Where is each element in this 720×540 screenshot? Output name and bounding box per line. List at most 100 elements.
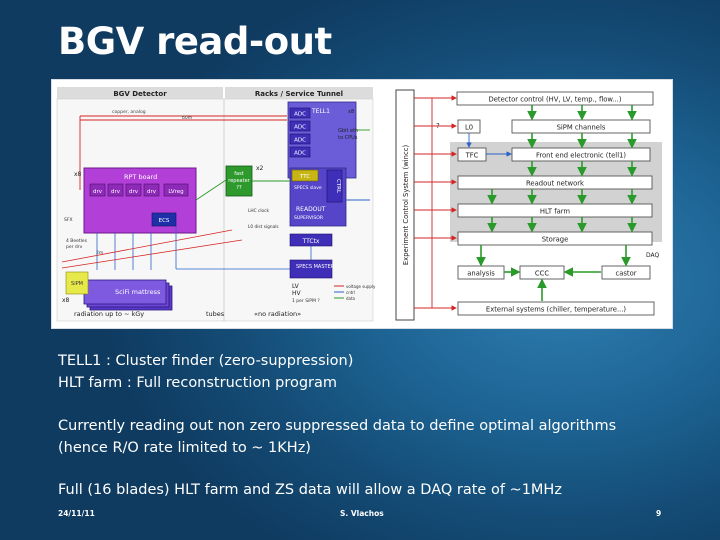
storage-box xyxy=(457,231,653,246)
external-systems-label: External systems (chiller, temperature..… xyxy=(486,306,626,314)
drv-box xyxy=(89,183,106,197)
adc-box xyxy=(289,133,311,145)
l0-label: L0 xyxy=(465,124,473,132)
x8-label-bottom: x8 xyxy=(62,297,70,304)
sipm-channels-label: SiPM channels xyxy=(557,124,606,132)
text-line: (hence R/O rate limited to ~ 1KHz) xyxy=(58,440,311,456)
fast-repeater-label-1: fast xyxy=(234,171,243,177)
sipm-label: SiPM xyxy=(71,281,83,287)
adc-box xyxy=(289,146,311,158)
bgv-readout-diagram: BGV Detector Racks / Service Tunnel copp… xyxy=(51,79,673,329)
drv-label: drv xyxy=(111,189,121,195)
specs-slave-label: SPECS slave xyxy=(294,185,322,191)
ecs-box xyxy=(151,212,177,227)
diagonal-wire xyxy=(61,239,243,269)
scifi-mattress-label: SciFi mattress xyxy=(115,288,161,296)
text-line: Full (16 blades) HLT farm and ZS data wi… xyxy=(58,482,562,498)
front-end-label: Front end electronic (tell1) xyxy=(536,152,626,160)
ccc-label: CCC xyxy=(535,270,549,278)
specs-master-label: SPECS MASTER xyxy=(296,264,335,270)
lhc-clock-label: LHC clock xyxy=(248,208,270,214)
copper-analog-label: copper, analog xyxy=(112,109,146,115)
hlt-farm-box xyxy=(457,203,653,218)
diagram-svg: BGV Detector Racks / Service Tunnel copp… xyxy=(56,87,662,322)
racks-label: Racks / Service Tunnel xyxy=(255,90,343,98)
length-2m-label: 2m xyxy=(96,250,103,256)
drv-box xyxy=(143,183,160,197)
drv-label: drv xyxy=(147,189,157,195)
tfc-label: TFC xyxy=(465,152,479,160)
x8-label-top: x8 xyxy=(74,171,82,178)
adc-label: ADC xyxy=(294,125,306,131)
adc-label: ADC xyxy=(294,151,306,157)
text-line: HLT farm : Full reconstruction program xyxy=(58,375,338,391)
slide-title: BGV read-out xyxy=(58,20,332,63)
legend-ctrl-label: cntrl xyxy=(346,290,355,295)
external-systems-box xyxy=(457,301,655,316)
ecs-vertical-box xyxy=(395,89,415,321)
racks-header xyxy=(225,87,373,99)
sipm-box xyxy=(65,271,89,295)
supervisor-label: SUPERVISOR xyxy=(294,215,324,221)
lv-label: LV xyxy=(292,283,300,290)
readout-label: READOUT xyxy=(296,206,326,213)
fast-repeater-label-3: ?? xyxy=(236,185,242,191)
length-60m-label: 60m xyxy=(182,115,192,121)
bgv-detector-header xyxy=(57,87,223,99)
paragraph-3: Full (16 blades) HLT farm and ZS data wi… xyxy=(58,479,562,501)
ttc-label: TTC xyxy=(299,174,310,180)
ttctx-label: TTCtx xyxy=(302,238,320,245)
x2-label: x2 xyxy=(256,165,264,172)
drv-label: drv xyxy=(129,189,139,195)
data-flow-arrows xyxy=(476,105,637,301)
ctrl-label: CTRL xyxy=(335,179,341,194)
storage-label: Storage xyxy=(542,236,569,244)
rpt-board-label: RPT board xyxy=(124,173,157,181)
text-line: Currently reading out non zero suppresse… xyxy=(58,418,617,434)
tubes-label: tubes xyxy=(206,310,225,318)
beetles-label: 4 Beetles xyxy=(66,238,88,244)
hlt-farm-label: HLT farm xyxy=(540,208,571,216)
daq-flowchart: Experiment Control System (wincc) DAQ De… xyxy=(395,89,662,321)
detector-control-box xyxy=(456,91,654,106)
lvreg-label: LVreg xyxy=(168,189,183,195)
x8-tell1-label: x8 xyxy=(348,109,354,115)
text-line: TELL1 : Cluster finder (zero-suppression… xyxy=(58,353,354,369)
sfx-label: SFX xyxy=(64,217,73,223)
fast-repeater-label-2: repeater xyxy=(228,178,250,184)
castor-label: castor xyxy=(615,270,636,278)
tfc-box xyxy=(457,147,487,162)
adc-box xyxy=(289,120,311,132)
tell1-label: TELL1 xyxy=(311,108,330,115)
per-drv-label: per drv xyxy=(66,244,83,250)
analysis-label: analysis xyxy=(467,270,495,278)
rpt-board xyxy=(83,167,197,234)
scifi-layer xyxy=(83,279,167,305)
footer-date: 24/11/11 xyxy=(58,509,95,518)
adc-label: ADC xyxy=(294,138,306,144)
drv-box xyxy=(125,183,142,197)
detector-schematic: BGV Detector Racks / Service Tunnel copp… xyxy=(56,87,376,322)
legend-voltage-label: voltage supply xyxy=(346,284,376,289)
bgv-detector-label: BGV Detector xyxy=(113,90,167,98)
legend: voltage supply cntrl data xyxy=(334,284,376,301)
daq-label: DAQ xyxy=(646,252,660,259)
drv-box xyxy=(107,183,124,197)
legend-data-label: data xyxy=(346,296,356,301)
ttc-box xyxy=(291,169,319,182)
gbit-eth-label: Gbit eth xyxy=(338,128,358,134)
no-radiation-label: «no radiation» xyxy=(254,310,301,318)
adc-box xyxy=(289,107,311,119)
rpt-repeater-line xyxy=(195,179,227,201)
ecs-label: ECS xyxy=(159,218,170,224)
diagonal-wire xyxy=(61,229,233,263)
drv-group: drv drv drv drv xyxy=(89,183,160,197)
paragraph-1: TELL1 : Cluster finder (zero-suppression… xyxy=(58,350,353,394)
drv-label: drv xyxy=(93,189,103,195)
footer-page-number: 9 xyxy=(656,509,662,518)
lvreg-box xyxy=(163,183,189,197)
l0-dist-label: L0 dist signals xyxy=(248,224,279,230)
hv-note-label: 1 per SiPM ? xyxy=(292,298,320,304)
hv-label: HV xyxy=(292,290,302,297)
detector-control-label: Detector control (HV, LV, temp., flow...… xyxy=(488,96,621,104)
